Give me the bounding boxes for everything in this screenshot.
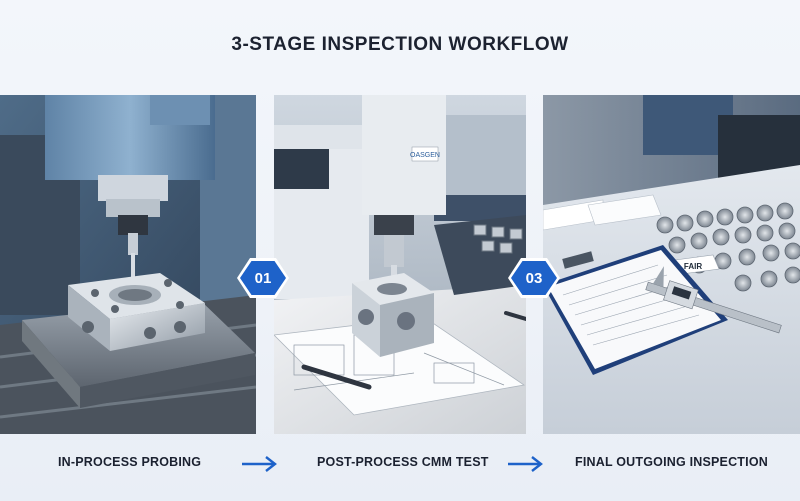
right-arrow-icon <box>242 456 277 472</box>
cmm-brand-label: OASGEN <box>410 152 440 159</box>
stage-2-photo: OASGEN <box>274 95 526 434</box>
stage-2-caption: POST-PROCESS CMM TEST <box>317 455 489 469</box>
stage-1-photo <box>0 95 256 434</box>
fair-tag: FAIR <box>684 262 702 271</box>
stage-3-photo: FAIR <box>543 95 800 434</box>
stage-3-caption: FINAL OUTGOING INSPECTION <box>575 455 768 469</box>
right-arrow-icon <box>508 456 543 472</box>
stage-3-badge: 03 <box>511 261 557 295</box>
page-title: 3-STAGE INSPECTION WORKFLOW <box>231 34 569 55</box>
stage-1-caption: IN-PROCESS PROBING <box>58 455 202 469</box>
